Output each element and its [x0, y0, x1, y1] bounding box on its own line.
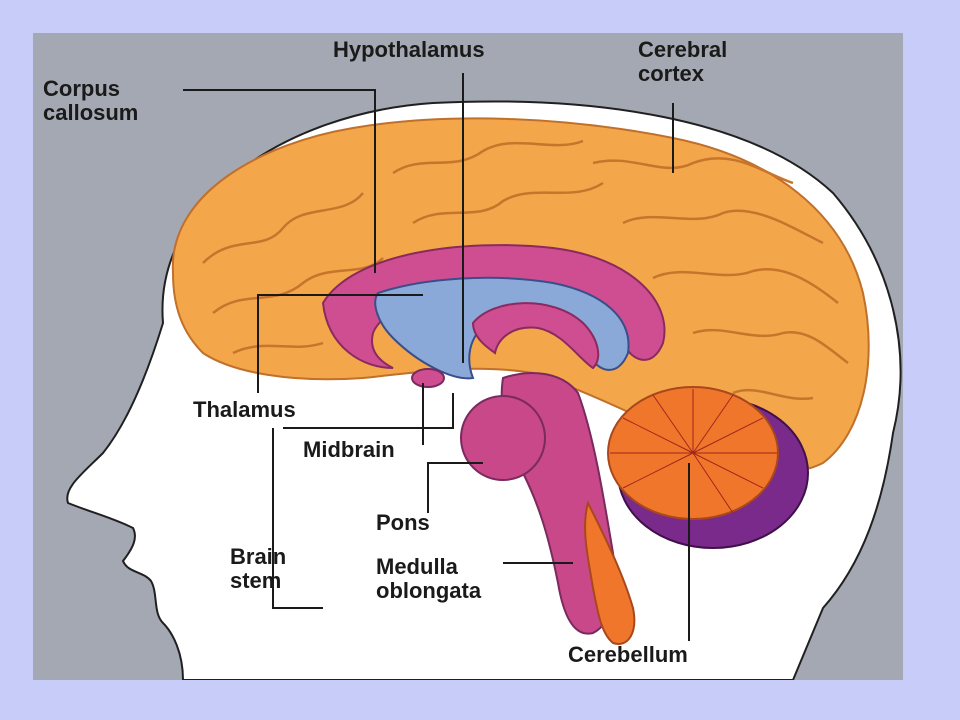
medulla-oblongata-label: Medulla oblongata [376, 555, 481, 603]
medulla-oblongata-label-line2: oblongata [376, 578, 482, 603]
gyri-lines [202, 139, 849, 401]
brain-stem-label-line2: stem [230, 568, 282, 593]
brain-illustration [66, 73, 902, 680]
fornix-shape [471, 302, 600, 370]
brain-stem-label: Brain stem [230, 545, 286, 593]
thalamus-label: Thalamus [193, 397, 296, 422]
corpus-callosum-label: Corpus callosum [43, 77, 138, 125]
medulla-oblongata-label-line1: Medulla [376, 554, 458, 579]
brain-stem-label-line1: Brain [230, 544, 287, 569]
midbrain-label: Midbrain [303, 437, 395, 462]
pons-label: Pons [376, 510, 430, 535]
brain-diagram: Corpus callosum Hypothalamus Cerebral co… [33, 33, 903, 680]
corpus-callosum-label-line2: callosum [43, 100, 139, 125]
corpus-callosum-label-line1: Corpus [43, 76, 120, 101]
hypothalamus-label: Hypothalamus [333, 37, 485, 62]
medulla-shape [584, 500, 636, 645]
cerebral-cortex-label-line2: cortex [638, 61, 705, 86]
cerebral-cortex-label: Cerebral cortex [638, 38, 727, 86]
cerebellum-label: Cerebellum [568, 642, 688, 667]
cerebral-cortex-label-line1: Cerebral [638, 37, 728, 62]
cerebellum-folia [610, 389, 777, 514]
leader-lines [183, 73, 690, 641]
midbrain-shape [411, 368, 445, 388]
pons-shape [460, 395, 546, 481]
